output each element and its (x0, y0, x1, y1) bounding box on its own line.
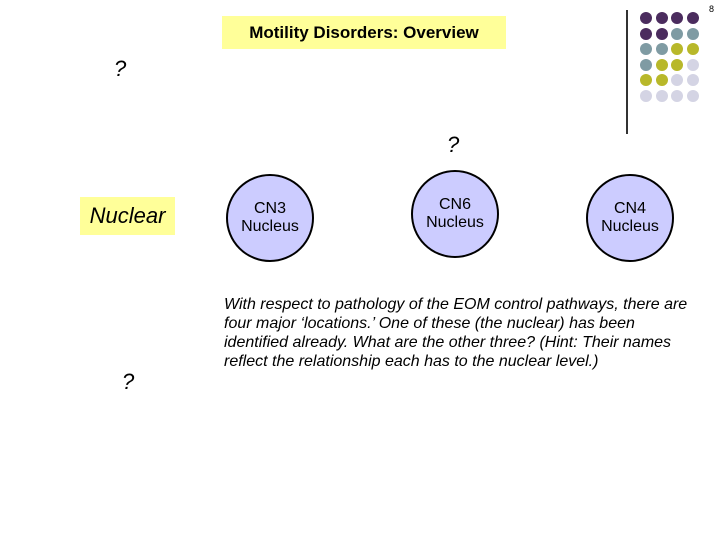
question-paragraph: With respect to pathology of the EOM con… (224, 296, 688, 370)
decorative-dot (655, 12, 668, 24)
decorative-dot (655, 58, 668, 71)
decorative-dot (640, 12, 652, 24)
decorative-dot (686, 27, 699, 40)
decorative-dot (671, 43, 683, 55)
cn4-label: CN4 (613, 200, 646, 217)
decorative-dot (686, 74, 699, 86)
cn3-label: CN3 (253, 200, 286, 217)
decorative-dot (640, 43, 652, 55)
decorative-dot (640, 58, 652, 71)
question-mark-bottom-left: ? (122, 369, 135, 394)
decorative-dot (686, 89, 699, 102)
decorative-dot (655, 74, 668, 86)
decorative-dot (686, 12, 699, 24)
question-mark-top-left: ? (114, 56, 127, 81)
decorative-dot (640, 89, 652, 102)
decorative-dot-grid (640, 12, 720, 122)
cn3-nucleus-word: Nucleus (241, 218, 299, 235)
decorative-divider-line (626, 10, 628, 134)
decorative-dot (640, 74, 652, 86)
decorative-dot (686, 43, 699, 55)
cn6-nucleus-circle: CN6 Nucleus (411, 170, 499, 258)
slide-title: Motility Disorders: Overview (222, 16, 506, 49)
slide-number: 8 (708, 4, 714, 14)
decorative-dot (671, 27, 683, 40)
decorative-dot (671, 89, 683, 102)
cn3-nucleus-circle: CN3 Nucleus (226, 174, 314, 262)
cn6-nucleus-word: Nucleus (426, 214, 484, 231)
decorative-dot (686, 58, 699, 71)
decorative-dot (671, 58, 683, 71)
cn6-label: CN6 (438, 196, 471, 213)
decorative-dot (655, 89, 668, 102)
cn4-nucleus-circle: CN4 Nucleus (586, 174, 674, 262)
decorative-dot (640, 27, 652, 40)
question-mark-middle: ? (447, 132, 460, 157)
decorative-dot (671, 74, 683, 86)
decorative-dot (655, 43, 668, 55)
decorative-dot (655, 27, 668, 40)
cn4-nucleus-word: Nucleus (601, 218, 659, 235)
decorative-dot (671, 12, 683, 24)
nuclear-label: Nuclear (80, 197, 175, 235)
